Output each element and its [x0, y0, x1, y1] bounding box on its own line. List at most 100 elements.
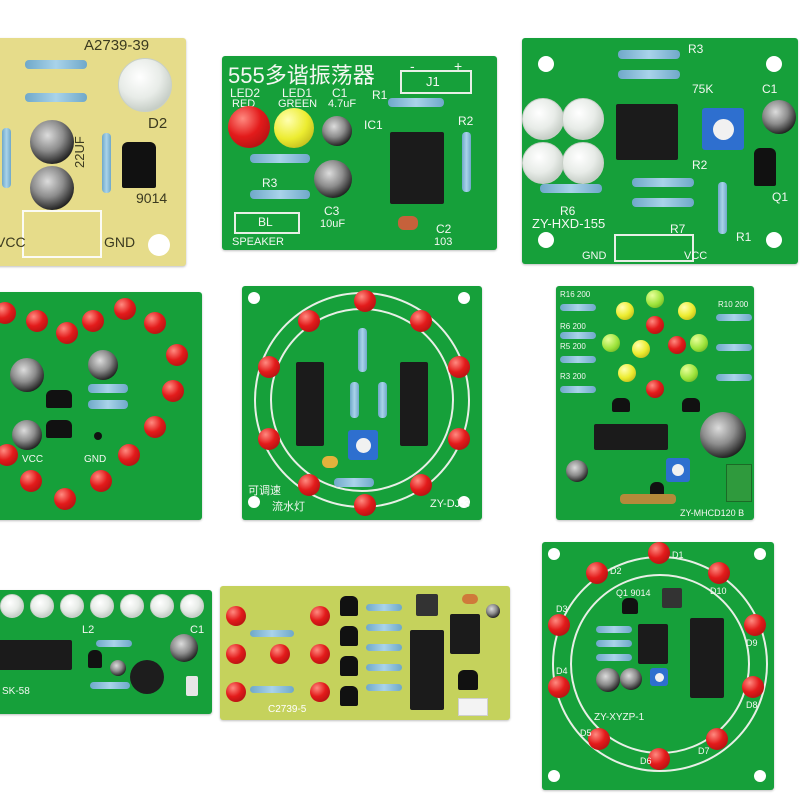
led-red	[82, 310, 104, 332]
capacitor	[486, 604, 500, 618]
d6-label: D6	[640, 756, 652, 766]
capacitor	[88, 350, 118, 380]
ic-555	[390, 132, 444, 204]
led-red-d1	[648, 542, 670, 564]
resistor	[716, 344, 752, 351]
resistor	[358, 328, 367, 372]
led-red	[20, 470, 42, 492]
gnd-label: GND	[84, 454, 107, 465]
resistor	[560, 356, 596, 363]
resistor	[250, 154, 310, 163]
mount-hole	[458, 496, 470, 508]
led-red	[56, 322, 78, 344]
resistor	[596, 640, 632, 647]
c2-label: C2	[436, 222, 452, 236]
capacitor	[322, 456, 338, 468]
resistor	[716, 314, 752, 321]
potentiometer	[666, 458, 690, 482]
led-red	[162, 380, 184, 402]
led-red	[310, 644, 330, 664]
d9-label: D9	[746, 638, 758, 648]
resistor	[102, 133, 111, 193]
led-red	[0, 444, 18, 466]
vcc-label: VCC	[0, 234, 26, 250]
led-red	[226, 606, 246, 626]
d3-label: D3	[556, 604, 568, 614]
d7-label: D7	[698, 746, 710, 756]
potentiometer	[650, 668, 668, 686]
connector	[458, 698, 488, 716]
led-clear	[562, 98, 604, 140]
led-red-d10	[708, 562, 730, 584]
transistor-q1	[754, 148, 776, 186]
transistor	[46, 420, 72, 438]
led-yellow	[618, 364, 636, 382]
led-red	[118, 444, 140, 466]
transistor	[340, 626, 358, 646]
chinese-label-2: 流水灯	[272, 500, 305, 513]
mount-hole	[538, 56, 554, 72]
cap-value-label: 22UF	[72, 136, 87, 168]
connector	[186, 676, 198, 696]
resistor	[96, 640, 132, 647]
vcc-label: VCC	[684, 250, 708, 262]
ic-chip	[638, 624, 668, 664]
r1-label: R1	[736, 230, 752, 244]
led-red	[646, 380, 664, 398]
transistor	[340, 686, 358, 706]
led-yellow	[274, 108, 314, 148]
board-c2739-5: C2739-5	[220, 586, 510, 720]
mount-hole	[458, 292, 470, 304]
led-red	[310, 682, 330, 702]
mount-hole	[248, 292, 260, 304]
mount-hole	[148, 234, 170, 256]
capacitor-c2	[398, 216, 418, 230]
buzzer	[700, 412, 746, 458]
led-red-d5	[588, 728, 610, 750]
led2-label: LED2	[230, 86, 261, 100]
gnd-label: GND	[104, 234, 136, 250]
led-green	[646, 290, 664, 308]
resistor	[560, 304, 596, 311]
mount-hole	[766, 56, 782, 72]
c1-label: C1	[190, 624, 205, 636]
led-clear	[180, 594, 204, 618]
c1-label: C1	[762, 82, 778, 96]
led-red-d2	[586, 562, 608, 584]
mount-hole	[548, 548, 560, 560]
board-555-oscillator: 555多谐振荡器 LED2 RED LED1 GREEN C1 4.7uF R1…	[222, 56, 497, 250]
led-red	[258, 428, 280, 450]
bl-label: BL	[258, 215, 273, 229]
resistor	[716, 374, 752, 381]
led-red	[410, 310, 432, 332]
microphone	[130, 660, 164, 694]
d4-label: D4	[556, 666, 568, 676]
resistor	[632, 178, 694, 187]
mount-hole	[94, 432, 102, 440]
minus-label: -	[410, 58, 415, 74]
mount-hole	[548, 770, 560, 782]
transistor	[340, 596, 358, 616]
c3-label: C3	[324, 204, 340, 218]
model-label: ZY-HXD-155	[532, 216, 606, 231]
led-red-d8	[742, 676, 764, 698]
led-clear	[562, 142, 604, 184]
d10-label: D10	[710, 586, 727, 596]
potentiometer	[348, 430, 378, 460]
c1-label: C1	[332, 86, 348, 100]
led-red	[228, 106, 270, 148]
d5-label: D5	[580, 728, 592, 738]
led-red	[298, 310, 320, 332]
r2-label: R2	[692, 158, 708, 172]
mount-hole	[248, 496, 260, 508]
ic-chip	[410, 630, 444, 710]
led-clear	[0, 594, 24, 618]
resistor	[596, 626, 632, 633]
led-red	[646, 316, 664, 334]
terminal-block	[726, 464, 752, 502]
resistor	[378, 382, 387, 418]
c3-value: 10uF	[320, 218, 346, 230]
transistor	[458, 670, 478, 690]
resistor	[618, 50, 680, 59]
resistor	[366, 624, 402, 631]
